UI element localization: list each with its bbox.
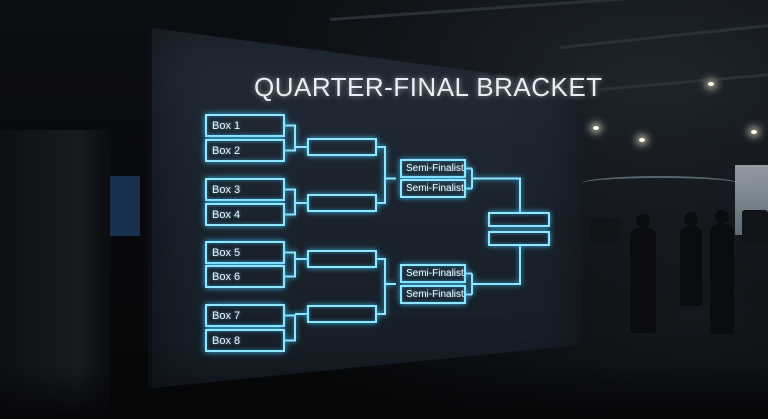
- bracket-title: QUARTER-FINAL BRACKET: [254, 72, 603, 103]
- crew-person: [630, 228, 656, 333]
- semi-finalist-box-label: Semi-Finalist 2: [406, 183, 464, 194]
- crew-person: [710, 224, 734, 334]
- studio-floor: [0, 364, 768, 419]
- stage-light: [636, 128, 648, 138]
- quarter-final-box-label: Box 6: [212, 271, 283, 283]
- stage-ring: [580, 176, 740, 192]
- quarter-final-box: Box 8: [205, 329, 285, 352]
- winner-slot-box: [307, 194, 377, 212]
- lighting-truss: [560, 22, 768, 49]
- winner-slot-box: [307, 250, 377, 268]
- winner-slot-box: [307, 305, 377, 323]
- quarter-final-box: Box 5: [205, 241, 285, 264]
- semi-finalist-box: Semi-Finalist 3: [400, 264, 466, 283]
- quarter-final-box: Box 2: [205, 139, 285, 162]
- quarter-final-box-label: Box 2: [212, 145, 283, 157]
- studio-camera: [590, 218, 620, 244]
- crew-person: [680, 226, 702, 306]
- quarter-final-box: Box 4: [205, 203, 285, 226]
- semi-finalist-box: Semi-Finalist 1: [400, 159, 466, 178]
- quarter-final-box: Box 3: [205, 178, 285, 201]
- lighting-truss: [330, 0, 768, 21]
- semi-finalist-box-label: Semi-Finalist 1: [406, 163, 464, 174]
- stage-light: [748, 120, 768, 130]
- studio-camera: [742, 210, 768, 244]
- quarter-final-box-label: Box 7: [212, 310, 283, 322]
- winner-slot-box: [307, 138, 377, 156]
- quarter-final-box: Box 1: [205, 114, 285, 137]
- quarter-final-box: Box 7: [205, 304, 285, 327]
- quarter-final-box-label: Box 8: [212, 335, 283, 347]
- quarter-final-box-label: Box 4: [212, 209, 283, 221]
- semi-finalist-box: Semi-Finalist 2: [400, 179, 466, 198]
- quarter-final-box-label: Box 1: [212, 120, 283, 132]
- final-slot-box: [488, 231, 550, 246]
- semi-finalist-box-label: Semi-Finalist 4: [406, 289, 464, 300]
- final-slot-box: [488, 212, 550, 227]
- lighting-truss: [600, 72, 768, 91]
- quarter-final-box: Box 6: [205, 265, 285, 288]
- semi-finalist-box-label: Semi-Finalist 3: [406, 268, 464, 279]
- stage-light: [705, 72, 717, 82]
- stage-light: [590, 116, 602, 126]
- semi-finalist-box: Semi-Finalist 4: [400, 285, 466, 304]
- quarter-final-box-label: Box 5: [212, 247, 283, 259]
- quarter-final-box-label: Box 3: [212, 184, 283, 196]
